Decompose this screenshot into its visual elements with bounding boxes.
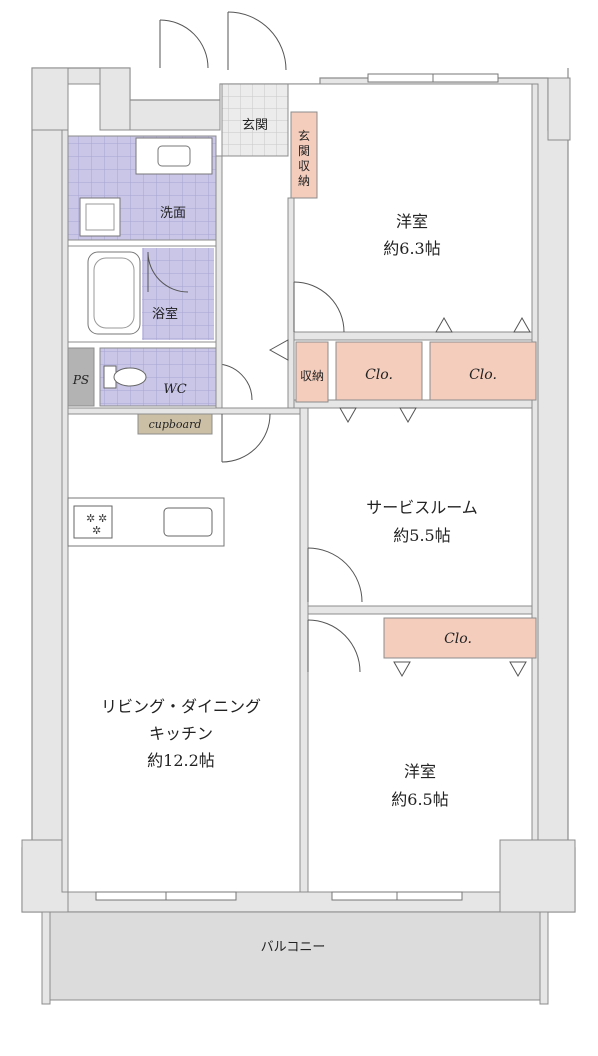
closet-a-label: Clo. xyxy=(365,367,393,383)
wc-label: WC xyxy=(163,382,186,397)
closet-a xyxy=(335,341,423,401)
bedroom1-name: 洋室 xyxy=(396,212,428,231)
entrance-door-swings xyxy=(159,11,287,71)
cupboard-label: cupboard xyxy=(149,418,202,431)
entrance-label: 玄関 xyxy=(242,118,268,133)
svg-text:収: 収 xyxy=(298,159,310,173)
svg-text:✲: ✲ xyxy=(98,512,107,525)
ps-shaft xyxy=(67,347,95,407)
balcony-label: バルコニー xyxy=(261,940,326,955)
bedroom2-name: 洋室 xyxy=(404,762,436,781)
sink xyxy=(163,507,213,537)
ps-label: PS xyxy=(72,373,89,387)
bedroom1-size: 約6.3帖 xyxy=(383,239,440,258)
entrance-tile xyxy=(221,83,289,157)
closet-c xyxy=(383,617,537,659)
ldk-line2: キッチン xyxy=(149,724,213,743)
storage xyxy=(295,341,329,403)
service-room-size: 約5.5帖 xyxy=(393,526,450,545)
windows xyxy=(95,73,499,901)
svg-text:玄: 玄 xyxy=(298,128,310,143)
hallway-door-swings xyxy=(221,281,363,673)
interior-walls xyxy=(61,83,539,893)
svg-text:関: 関 xyxy=(298,144,310,158)
balcony xyxy=(47,911,543,1001)
ldk-line1: リビング・ダイニング xyxy=(101,697,261,716)
closet-b-label: Clo. xyxy=(469,367,497,383)
stove xyxy=(73,505,113,539)
entrance-storage-label: 玄 関 収 納 xyxy=(298,128,310,188)
bedroom2-size: 約6.5帖 xyxy=(391,790,448,809)
svg-text:✲: ✲ xyxy=(86,512,95,525)
ldk-size: 約12.2帖 xyxy=(147,751,215,770)
closet-b xyxy=(429,341,537,401)
svg-text:✲: ✲ xyxy=(92,524,101,537)
svg-text:納: 納 xyxy=(298,174,310,188)
washroom-label: 洗面 xyxy=(160,206,186,221)
closet-door-markers xyxy=(339,316,531,678)
service-room-name: サービスルーム xyxy=(366,498,478,517)
storage-label: 収納 xyxy=(300,369,324,383)
closet-c-label: Clo. xyxy=(444,631,472,647)
bathroom-label: 浴室 xyxy=(152,306,178,322)
entrance-storage xyxy=(290,111,318,199)
